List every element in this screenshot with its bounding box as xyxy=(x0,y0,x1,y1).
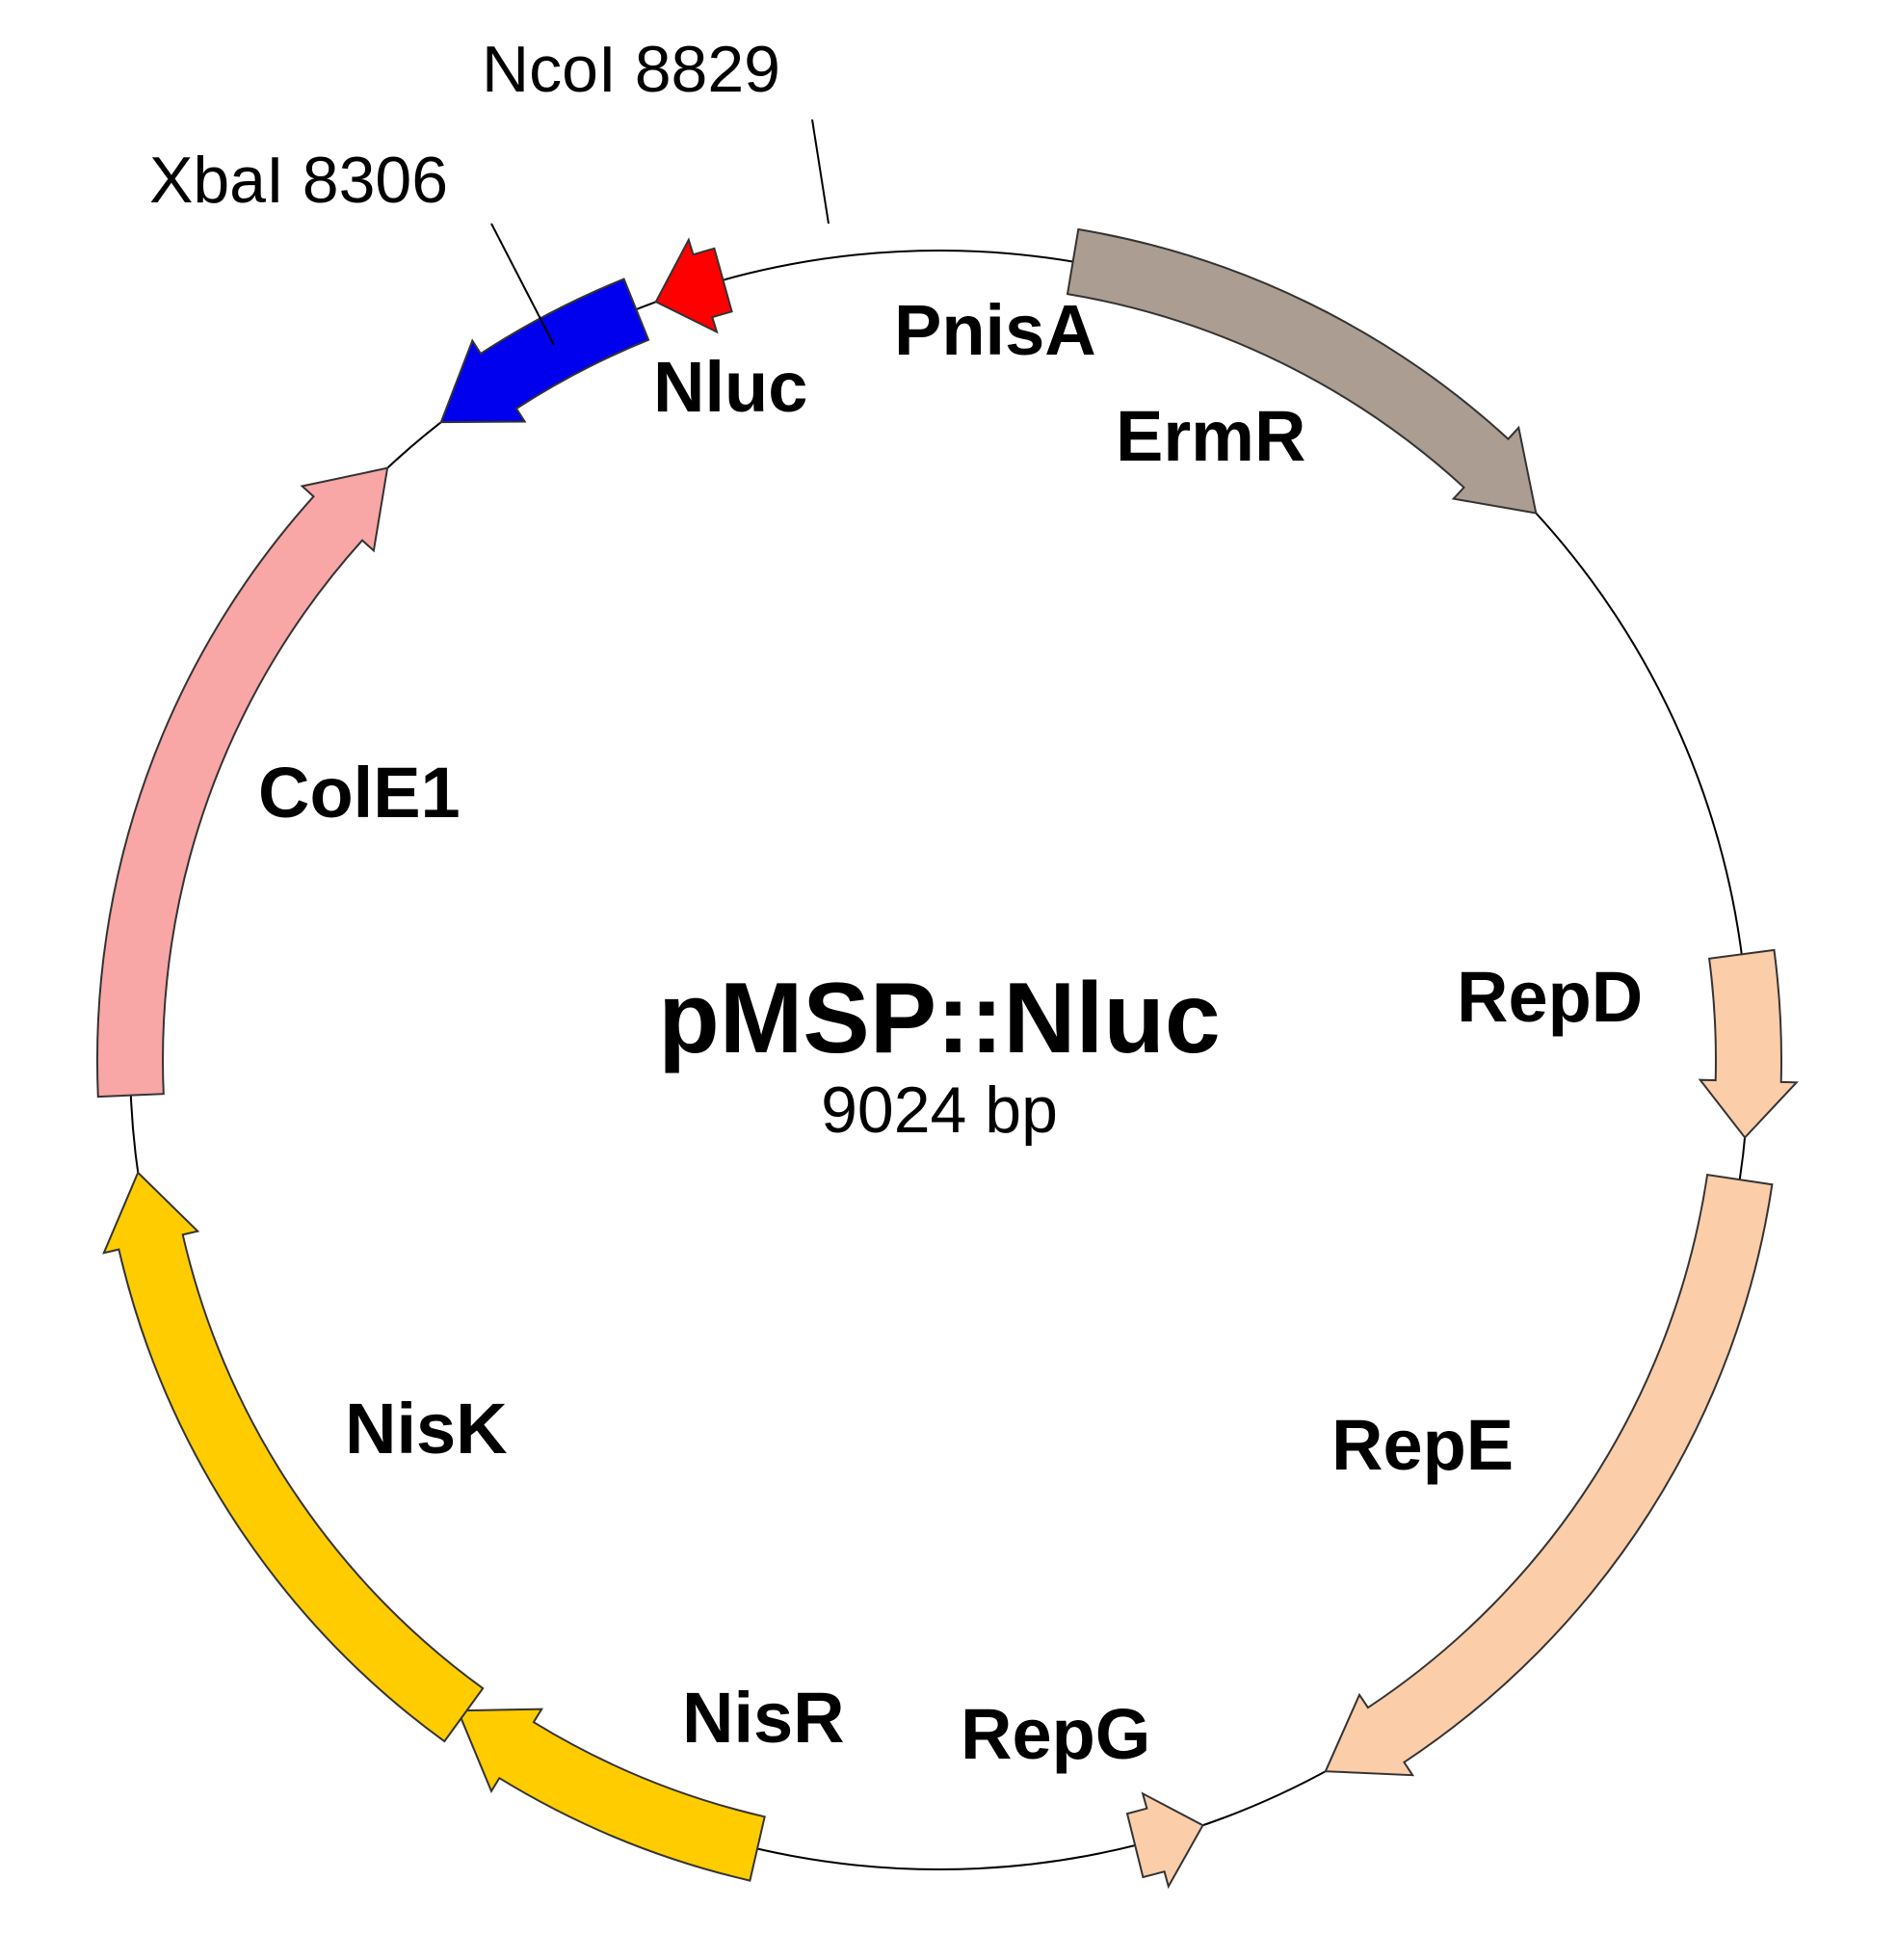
feature-label-ermr: ErmR xyxy=(1116,396,1305,476)
plasmid-name: pMSP::Nluc xyxy=(658,963,1221,1074)
site-line-xbai xyxy=(490,223,555,346)
feature-arrow-cole1 xyxy=(96,466,389,1099)
feature-label-repg: RepG xyxy=(961,1694,1150,1774)
feature-arrow-nisk xyxy=(102,1171,485,1743)
feature-label-cole1: ColE1 xyxy=(258,753,461,833)
site-label-ncoi: NcoI 8829 xyxy=(482,33,780,106)
feature-arrow-nluc xyxy=(439,278,650,424)
feature-arrow-pnisa xyxy=(654,237,733,334)
feature-label-repd: RepD xyxy=(1457,957,1643,1037)
feature-label-nisr: NisR xyxy=(682,1678,845,1758)
feature-arrow-repg xyxy=(1125,1791,1204,1890)
feature-label-nluc: Nluc xyxy=(653,347,807,427)
plasmid-size: 9024 bp xyxy=(821,1073,1058,1147)
feature-label-nisk: NisK xyxy=(345,1389,508,1469)
site-label-xbai: XbaI 8306 xyxy=(149,144,448,217)
feature-label-repe: RepE xyxy=(1331,1405,1514,1485)
features-layer xyxy=(96,227,1799,1890)
feature-label-pnisa: PnisA xyxy=(894,290,1096,370)
site-line-ncoi xyxy=(811,119,830,225)
feature-arrow-repe xyxy=(1324,1173,1774,1777)
feature-arrow-ermr xyxy=(1066,227,1538,515)
feature-arrow-repd xyxy=(1698,948,1799,1140)
